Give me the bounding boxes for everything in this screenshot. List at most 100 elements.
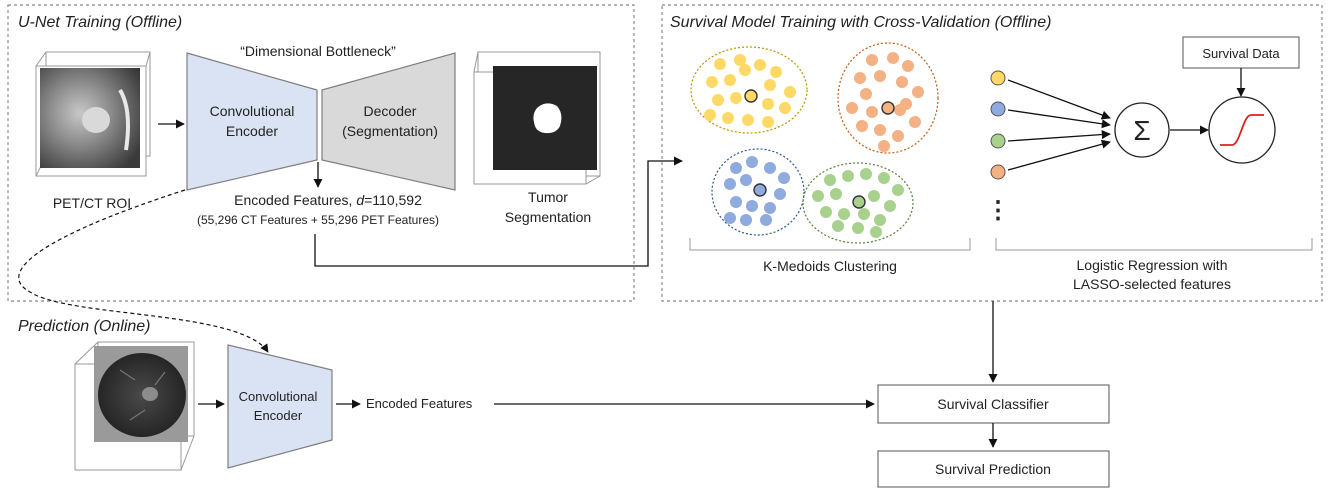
unet-panel (7, 4, 635, 302)
cluster-point (704, 109, 716, 121)
input-label: PET/CT ROI (53, 195, 131, 211)
cluster-point (724, 74, 736, 86)
arrow-node3-sum (1007, 130, 1111, 142)
cluster-point (760, 214, 772, 226)
decoder-label-line2: (Segmentation) (342, 123, 438, 139)
cluster-point (746, 200, 758, 212)
cluster-point (874, 214, 886, 226)
encoder-label-line2: Encoder (226, 123, 278, 139)
feature-node-green (990, 133, 1006, 149)
cluster-yellow (690, 46, 808, 134)
unet-panel-title: U-Net Training (Offline) (18, 14, 182, 31)
regression-bracket (995, 238, 1313, 251)
sum-node (1114, 102, 1170, 158)
arrow-features-to-clustering (314, 156, 683, 267)
cluster-point (902, 60, 914, 72)
survival-prediction-label: Survival Prediction (935, 461, 1051, 477)
cluster-point (740, 214, 752, 226)
output-label-line2: Segmentation (505, 209, 591, 225)
prediction-encoder-line2: Encoder (254, 408, 303, 423)
cluster-point (730, 162, 742, 174)
cluster-medoid (852, 195, 866, 209)
segmentation-decoder (321, 52, 456, 191)
cluster-point (774, 188, 786, 200)
cluster-point (900, 98, 912, 110)
cluster-point (754, 59, 766, 71)
dashed-weights-transfer (18, 189, 269, 353)
cluster-point (779, 102, 791, 114)
prediction-encoder-line1: Convolutional (239, 389, 318, 404)
bottleneck-label: “Dimensional Bottleneck” (240, 43, 396, 59)
prediction-ct-cube (74, 341, 195, 471)
output-label-line1: Tumor (528, 189, 568, 205)
cluster-point (854, 72, 866, 84)
cluster-point (912, 86, 924, 98)
cluster-point (874, 124, 886, 136)
survival-prediction-box (877, 450, 1110, 488)
survival-classifier-label: Survival Classifier (937, 396, 1049, 412)
cluster-point (764, 79, 776, 91)
regression-label-line2: LASSO-selected features (1073, 276, 1231, 292)
sigmoid-curve-icon (1220, 114, 1264, 146)
survival-data-label: Survival Data (1202, 46, 1280, 61)
arrow-node2-sum (1007, 109, 1111, 129)
prediction-features-label: Encoded Features (366, 396, 473, 411)
cluster-point (866, 106, 878, 118)
cluster-point (884, 200, 896, 212)
cluster-point (730, 92, 742, 104)
cluster-point (740, 174, 752, 186)
cluster-point (712, 94, 724, 106)
cluster-point (824, 174, 836, 186)
cluster-point (892, 184, 904, 196)
cluster-point (870, 226, 882, 238)
cluster-point (812, 190, 824, 202)
cluster-point (770, 66, 782, 78)
arrow-node1-sum (1007, 79, 1111, 120)
cluster-medoid (744, 89, 758, 103)
cluster-green (802, 162, 914, 244)
cluster-point (868, 190, 880, 202)
encoder-label-line1: Convolutional (210, 103, 295, 119)
cluster-point (724, 178, 736, 190)
cluster-blue (711, 148, 805, 236)
cluster-point (887, 52, 899, 64)
more-features-ellipsis: ⋮ (986, 197, 1010, 224)
cluster-point (852, 222, 864, 234)
sum-symbol: Σ (1133, 115, 1150, 146)
cluster-point (832, 220, 844, 232)
cluster-point (909, 116, 921, 128)
feature-node-blue (990, 101, 1006, 117)
cluster-point (730, 196, 742, 208)
encoded-features-label: Encoded Features, d=110,592 (234, 192, 422, 208)
cluster-point (830, 188, 842, 200)
cluster-point (860, 88, 872, 100)
cluster-orange (837, 42, 939, 154)
cluster-medoid (753, 183, 767, 197)
cluster-point (892, 130, 904, 142)
features-breakdown-label: (55,296 CT Features + 55,296 PET Feature… (197, 213, 439, 227)
cluster-medoid (881, 101, 895, 115)
cluster-point (764, 202, 776, 214)
survival-panel (661, 4, 1323, 302)
convolutional-encoder (186, 52, 318, 191)
cluster-point (858, 208, 870, 220)
survival-classifier-box (877, 384, 1110, 424)
cluster-point (896, 76, 908, 88)
tumor-segmentation-cube (473, 51, 601, 185)
survival-data-box (1182, 36, 1300, 69)
decoder-label-line1: Decoder (364, 103, 417, 119)
cluster-point (838, 208, 850, 220)
cluster-point (860, 168, 872, 180)
cluster-point (742, 114, 754, 126)
survival-panel-title: Survival Model Training with Cross-Valid… (670, 14, 1051, 31)
cluster-point (706, 76, 718, 88)
cluster-point (856, 120, 868, 132)
cluster-point (746, 156, 758, 168)
clustering-bracket (689, 238, 971, 251)
prediction-panel-title: Prediction (Online) (18, 318, 151, 335)
cluster-point (878, 140, 890, 152)
feature-node-orange (990, 164, 1006, 180)
cluster-point (820, 206, 832, 218)
cluster-point (714, 58, 726, 70)
